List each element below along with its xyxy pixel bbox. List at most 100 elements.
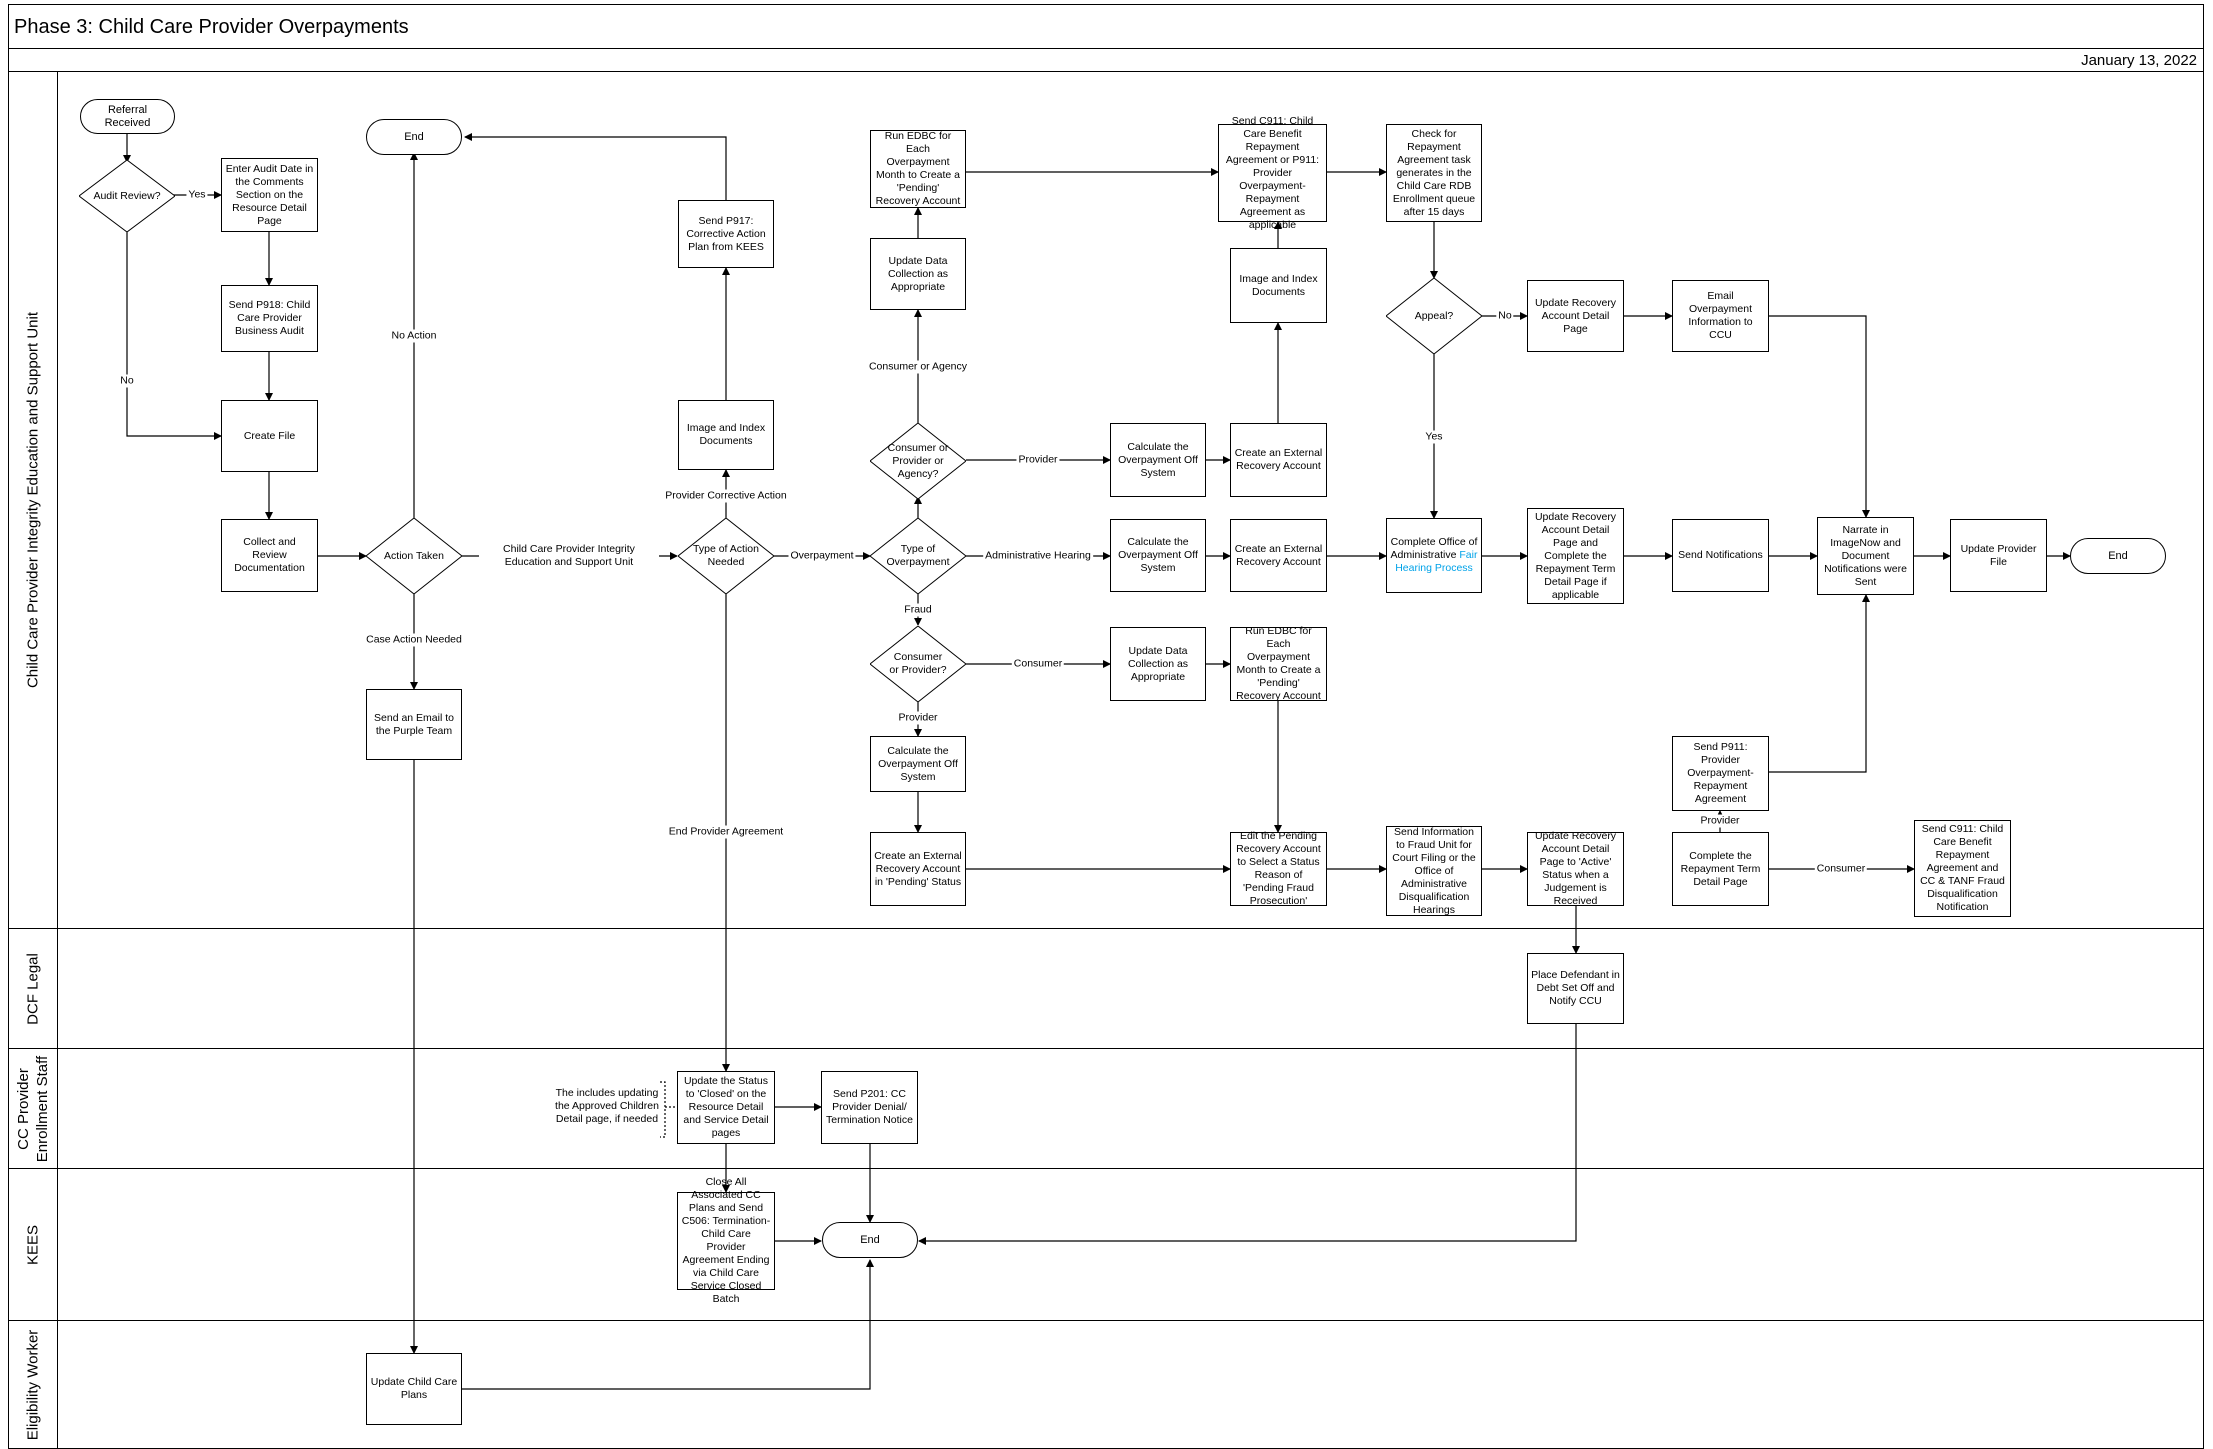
image-index-box-1[interactable]: Image and Index Documents xyxy=(678,400,774,470)
consumer-or-provider-decision[interactable]: Consumer or Provider? xyxy=(870,626,966,702)
calculate-overpayment-box-3[interactable]: Calculate the Overpayment Off System xyxy=(870,736,966,792)
complete-repayment-term-box[interactable]: Complete the Repayment Term Detail Page xyxy=(1672,832,1769,906)
lane-header: Eligibility Worker xyxy=(9,1321,58,1448)
decision-label: Consumer or Provider? xyxy=(889,651,947,676)
end-top-terminator[interactable]: End xyxy=(366,119,462,155)
update-status-closed-box[interactable]: Update the Status to 'Closed' on the Res… xyxy=(677,1071,775,1144)
lane-header: KEES xyxy=(9,1169,58,1320)
decision-label: Action Taken xyxy=(384,549,444,562)
send-c911-p911-box[interactable]: Send C911: Child Care Benefit Repayment … xyxy=(1218,115,1327,231)
send-c911-fraud-box[interactable]: Send C911: Child Care Benefit Repayment … xyxy=(1914,820,2011,917)
send-p918-box[interactable]: Send P918: Child Care Provider Business … xyxy=(221,285,318,352)
send-p201-box[interactable]: Send P201: CC Provider Denial/ Terminati… xyxy=(821,1071,918,1144)
update-recovery-account-box-2[interactable]: Update Recovery Account Detail Page and … xyxy=(1527,508,1624,604)
update-data-collection-box-1[interactable]: Update Data Collection as Appropriate xyxy=(870,238,966,310)
edge-label-yes: Yes xyxy=(1423,430,1445,444)
oah-text-part: Complete Office of Administrative xyxy=(1390,536,1478,561)
lane-label: DCF Legal xyxy=(24,952,42,1025)
edge-label-end-provider-agreement: End Provider Agreement xyxy=(666,825,786,839)
edge-label-yes: Yes xyxy=(186,188,208,202)
edge-label-consumer-agency: Consumer or Agency xyxy=(866,360,970,374)
create-file-box[interactable]: Create File xyxy=(221,400,318,472)
lane-label: Eligibility Worker xyxy=(24,1329,42,1440)
edge-label-provider: Provider xyxy=(896,711,940,725)
decision-label: Appeal? xyxy=(1414,309,1454,322)
oah-text: Complete Office of Administrative Fair H… xyxy=(1390,536,1478,575)
lane-header: Child Care Provider Integrity Education … xyxy=(9,72,58,928)
lane-kees: KEES xyxy=(8,1169,2204,1321)
edge-label-admin-hearing: Administrative Hearing xyxy=(983,549,1093,563)
diamond-shape xyxy=(870,626,966,702)
calculate-overpayment-box-1[interactable]: Calculate the Overpayment Off System xyxy=(1110,423,1206,497)
narrate-imagenow-box[interactable]: Narrate in ImageNow and Document Notific… xyxy=(1817,517,1914,595)
diamond-shape xyxy=(1386,278,1482,354)
audit-review-decision[interactable]: Audit Review? xyxy=(79,160,175,232)
run-edbc-box-2[interactable]: Run EDBC for Each Overpayment Month to C… xyxy=(1230,625,1327,702)
fair-hearing-process-link[interactable]: Fair Hearing Process xyxy=(1395,549,1478,574)
edit-pending-account-box[interactable]: Edit the Pending Recovery Account to Sel… xyxy=(1230,830,1327,907)
check-repayment-task-box[interactable]: Check for Repayment Agreement task gener… xyxy=(1386,124,1482,222)
image-index-box-2[interactable]: Image and Index Documents xyxy=(1230,248,1327,323)
decision-label: Type of Action Needed xyxy=(693,543,759,568)
create-external-account-box-2[interactable]: Create an External Recovery Account xyxy=(1230,519,1327,592)
create-external-pending-box[interactable]: Create an External Recovery Account in '… xyxy=(870,832,966,906)
lane-integrity-unit: Child Care Provider Integrity Education … xyxy=(8,72,2204,929)
send-notifications-box[interactable]: Send Notifications xyxy=(1672,519,1769,592)
diamond-shape xyxy=(870,423,966,499)
email-overpayment-ccu-box[interactable]: Email Overpayment Information to CCU xyxy=(1672,280,1769,352)
edge-label-no-action: No Action xyxy=(389,329,439,343)
update-recovery-account-box-3[interactable]: Update Recovery Account Detail Page to '… xyxy=(1527,830,1624,907)
edge-label-no: No xyxy=(1496,309,1514,323)
close-cc-plans-box[interactable]: Close All Associated CC Plans and Send C… xyxy=(677,1176,775,1305)
send-p917-box[interactable]: Send P917: Corrective Action Plan from K… xyxy=(678,200,774,268)
referral-received-terminator[interactable]: Referral Received xyxy=(80,99,175,134)
diamond-shape xyxy=(79,160,175,232)
send-p911-box[interactable]: Send P911: Provider Overpayment-Repaymen… xyxy=(1672,736,1769,811)
edge-label-fraud: Fraud xyxy=(902,603,934,617)
update-data-collection-box-2[interactable]: Update Data Collection as Appropriate xyxy=(1110,627,1206,701)
send-email-purple-box[interactable]: Send an Email to the Purple Team xyxy=(366,689,462,760)
edge-label-case-action: Case Action Needed xyxy=(364,633,464,647)
edge-label-ccpieu: Child Care Provider Integrity Education … xyxy=(479,543,659,569)
decision-label: Audit Review? xyxy=(93,189,161,202)
lane-label-line: Enrollment Staff xyxy=(34,1055,51,1162)
create-external-account-box-1[interactable]: Create an External Recovery Account xyxy=(1230,423,1327,497)
type-of-action-decision[interactable]: Type of Action Needed xyxy=(678,518,774,594)
diamond-shape xyxy=(870,518,966,594)
enter-audit-date-box[interactable]: Enter Audit Date in the Comments Section… xyxy=(221,158,318,232)
edge-label-provider-corrective: Provider Corrective Action xyxy=(663,489,789,503)
update-recovery-account-box-1[interactable]: Update Recovery Account Detail Page xyxy=(1527,280,1624,352)
end-kees-terminator[interactable]: End xyxy=(822,1222,918,1258)
annotation-note: The includes updating the Approved Child… xyxy=(555,1087,659,1125)
appeal-decision[interactable]: Appeal? xyxy=(1386,278,1482,354)
edge-label-consumer: Consumer xyxy=(1011,657,1065,671)
run-edbc-box-1[interactable]: Run EDBC for Each Overpayment Month to C… xyxy=(870,130,966,208)
edge-label-provider: Provider xyxy=(1698,814,1742,828)
action-taken-decision[interactable]: Action Taken xyxy=(366,518,462,594)
complete-oah-box[interactable]: Complete Office of Administrative Fair H… xyxy=(1386,518,1482,593)
end-right-terminator[interactable]: End xyxy=(2070,538,2166,574)
consumer-provider-agency-decision[interactable]: Consumer or Provider or Agency? xyxy=(870,423,966,499)
edge-label-no: No xyxy=(118,374,136,388)
lane-eligibility-worker: Eligibility Worker xyxy=(8,1321,2204,1449)
type-of-overpayment-decision[interactable]: Type of Overpayment xyxy=(870,518,966,594)
place-defendant-box[interactable]: Place Defendant in Debt Set Off and Noti… xyxy=(1527,953,1624,1024)
edge-label-provider: Provider xyxy=(1016,453,1060,467)
send-info-fraud-box[interactable]: Send Information to Fraud Unit for Court… xyxy=(1386,826,1482,916)
lane-label-line: CC Provider xyxy=(15,1067,32,1150)
lane-dcf-legal: DCF Legal xyxy=(8,929,2204,1049)
decision-label: Consumer or Provider or Agency? xyxy=(887,441,949,480)
collect-review-box[interactable]: Collect and Review Documentation xyxy=(221,519,318,592)
calculate-overpayment-box-2[interactable]: Calculate the Overpayment Off System xyxy=(1110,519,1206,592)
update-child-care-plans-box[interactable]: Update Child Care Plans xyxy=(366,1353,462,1425)
diamond-shape xyxy=(366,518,462,594)
update-provider-file-box[interactable]: Update Provider File xyxy=(1950,519,2047,592)
diamond-shape xyxy=(678,518,774,594)
lane-label: KEES xyxy=(24,1224,42,1265)
decision-label: Type of Overpayment xyxy=(886,543,950,568)
document-date: January 13, 2022 xyxy=(8,48,2204,72)
